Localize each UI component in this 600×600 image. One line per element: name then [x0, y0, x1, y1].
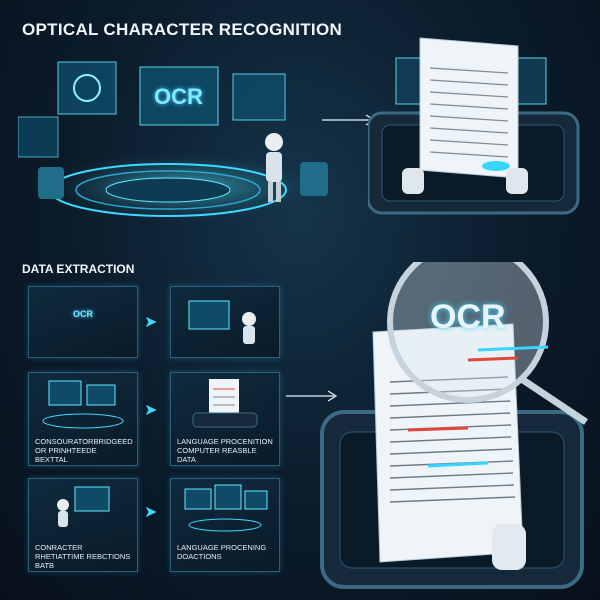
section-title: DATA EXTRACTION: [22, 262, 135, 276]
panel-arrow-2: ➤: [144, 402, 158, 419]
process-panel-6: LANGUAGE PROCENING DOACTIONS: [170, 478, 280, 572]
magnifier-label: OCR: [430, 298, 506, 336]
panel-mini-label: OCR: [73, 309, 93, 319]
page-title: OPTICAL CHARACTER RECOGNITION: [22, 20, 343, 39]
panel-caption: LANGUAGE PROCENING DOACTIONS: [177, 543, 267, 561]
process-panel-4: LANGUAGE PROCENITION COMPUTER REASBLE DA…: [170, 372, 280, 466]
panel-arrow-1: ➤: [144, 314, 158, 331]
robot-hologram-icon: [57, 486, 110, 527]
hero-screen-label: OCR: [154, 84, 203, 109]
bottom-flow-arrow: [286, 390, 338, 402]
panel-caption: LANGUAGE PROCENITION COMPUTER REASBLE DA…: [177, 437, 273, 464]
document-scanner-bottom: [320, 262, 588, 589]
process-panel-1: OCR: [28, 286, 138, 358]
document-scanner-top: [368, 37, 580, 215]
document-scan-icon: [192, 379, 258, 428]
data-screens-icon: [184, 484, 268, 532]
hologram-scene: [18, 61, 338, 225]
hologram-desk-icon: [42, 380, 124, 429]
process-panel-5: CONRACTER RHETIATTIME REBCTIONS BATB: [28, 478, 138, 572]
process-panel-2: [170, 286, 280, 358]
panel-caption: CONRACTER RHETIATTIME REBCTIONS BATB: [35, 543, 131, 570]
panel-arrow-3: ➤: [144, 504, 158, 521]
robot-workstation-icon: [188, 300, 256, 344]
process-panel-3: CONSOURATORBRIDGEED OR PRINHTEEDE BEXTTA…: [28, 372, 138, 466]
panel-caption: CONSOURATORBRIDGEED OR PRINHTEEDE BEXTTA…: [35, 437, 133, 464]
